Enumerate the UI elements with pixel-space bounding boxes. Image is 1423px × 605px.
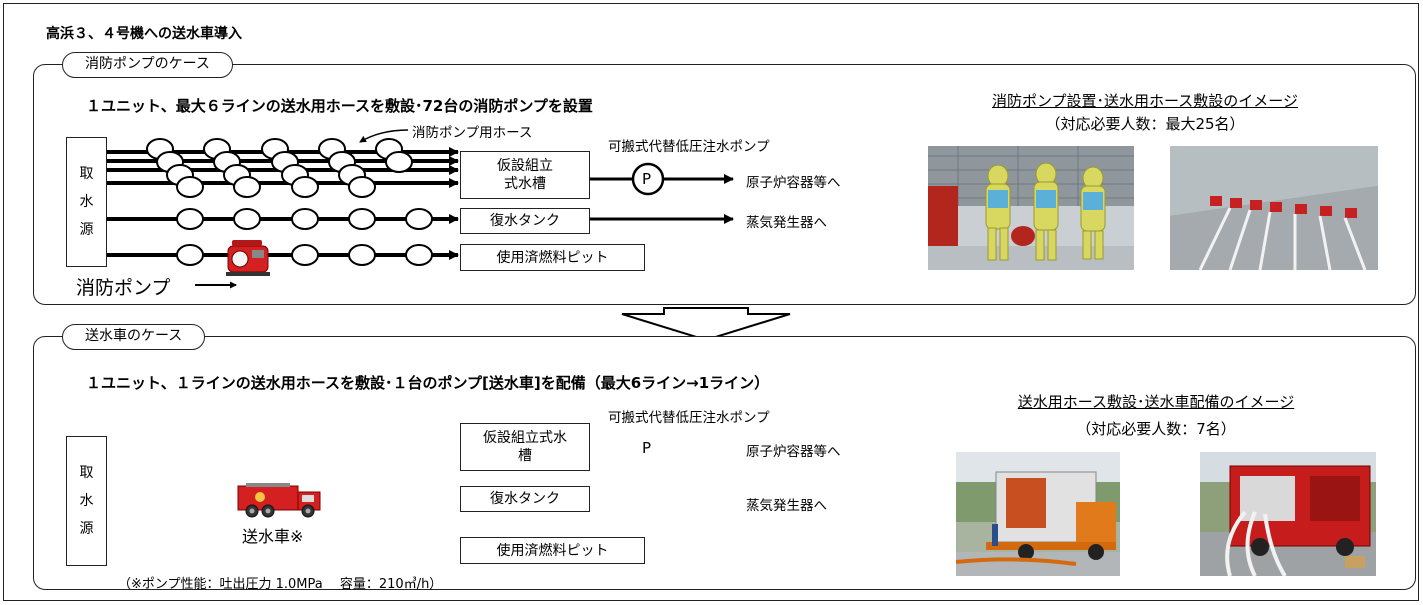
steam-generator-label: 蒸気発生器へ <box>746 215 827 231</box>
hose-pointer-arrow <box>359 129 409 143</box>
outer-frame <box>3 3 1419 601</box>
water-truck-icon <box>237 483 321 518</box>
pump-performance-note: （※ポンプ性能：吐出圧力 1.0MPa 容量：210㎥/h） <box>118 577 443 592</box>
workers-photo <box>928 146 1134 270</box>
condensate-tank-box: 復水タンク <box>460 208 590 234</box>
fire-pump-icon <box>226 240 270 276</box>
fire-pump-image-subtitle: （対応必要人数：最大25名） <box>1045 115 1245 133</box>
water-source-box-2: 取 水 源 <box>66 436 107 566</box>
fire-pump-case-label: 消防ポンプのケース <box>62 52 233 78</box>
condensate-tank-box-2: 復水タンク <box>460 486 590 512</box>
steam-generator-label-2: 蒸気発生器へ <box>746 498 827 514</box>
pump-label: 可搬式代替低圧注水ポンプ <box>608 139 770 155</box>
water-truck-case-panel <box>33 336 1416 590</box>
hose-label: 消防ポンプ用ホース <box>412 125 533 141</box>
temporary-tank-line-1: 仮設組立 <box>497 158 553 174</box>
temporary-tank2-line-2: 槽 <box>518 448 532 464</box>
page-title: 高浜３、４号機への送水車導入 <box>46 26 242 42</box>
source2-char-3: 源 <box>79 521 94 537</box>
temporary-tank-box: 仮設組立 式水槽 <box>460 151 590 199</box>
source-char-3: 源 <box>79 222 94 238</box>
fire-pump-case-subtitle: １ユニット、最大６ラインの送水用ホースを敷設･72台の消防ポンプを設置 <box>86 97 593 115</box>
spent-fuel-pit-box: 使用済燃料ピット <box>460 244 645 271</box>
water-truck-case-subtitle: １ユニット、１ラインの送水用ホースを敷設･１台のポンプ[送水車]を配備（最大6ラ… <box>86 374 770 392</box>
pump-symbol-letter-2: P <box>642 439 652 457</box>
pump-symbol-letter: P <box>642 170 652 188</box>
reactor-vessel-label: 原子炉容器等へ <box>746 175 841 191</box>
transition-down-arrow <box>621 307 791 342</box>
fire-pump-label: 消防ポンプ <box>76 277 171 299</box>
water-source-box: 取 水 源 <box>66 137 107 267</box>
water-truck-image-title: 送水用ホース敷設･送水車配備のイメージ <box>1017 393 1295 411</box>
fire-pump-image-title: 消防ポンプ設置･送水用ホース敷設のイメージ <box>991 92 1298 110</box>
source-char-1: 取 <box>79 166 94 182</box>
spent-fuel-pit-box-2: 使用済燃料ピット <box>460 537 645 564</box>
source2-char-1: 取 <box>79 465 94 481</box>
temporary-tank2-line-1: 仮設組立式水 <box>483 430 567 446</box>
truck-side-photo <box>956 452 1120 576</box>
pump-label-2: 可搬式代替低圧注水ポンプ <box>608 410 770 426</box>
temporary-tank-box-2: 仮設組立式水 槽 <box>460 423 590 471</box>
reactor-vessel-label-2: 原子炉容器等へ <box>746 444 841 460</box>
temporary-tank-line-2: 式水槽 <box>504 176 546 192</box>
water-truck-label: 送水車※ <box>242 527 304 546</box>
pumps-hoses-photo <box>1170 146 1378 270</box>
source-char-2: 水 <box>79 194 94 210</box>
fire-pump-circles <box>146 138 433 266</box>
water-truck-image-subtitle: （対応必要人数：7名） <box>1076 420 1236 438</box>
water-truck-case-label: 送水車のケース <box>62 324 206 350</box>
source2-char-2: 水 <box>79 493 94 509</box>
truck-rear-photo <box>1200 452 1376 576</box>
